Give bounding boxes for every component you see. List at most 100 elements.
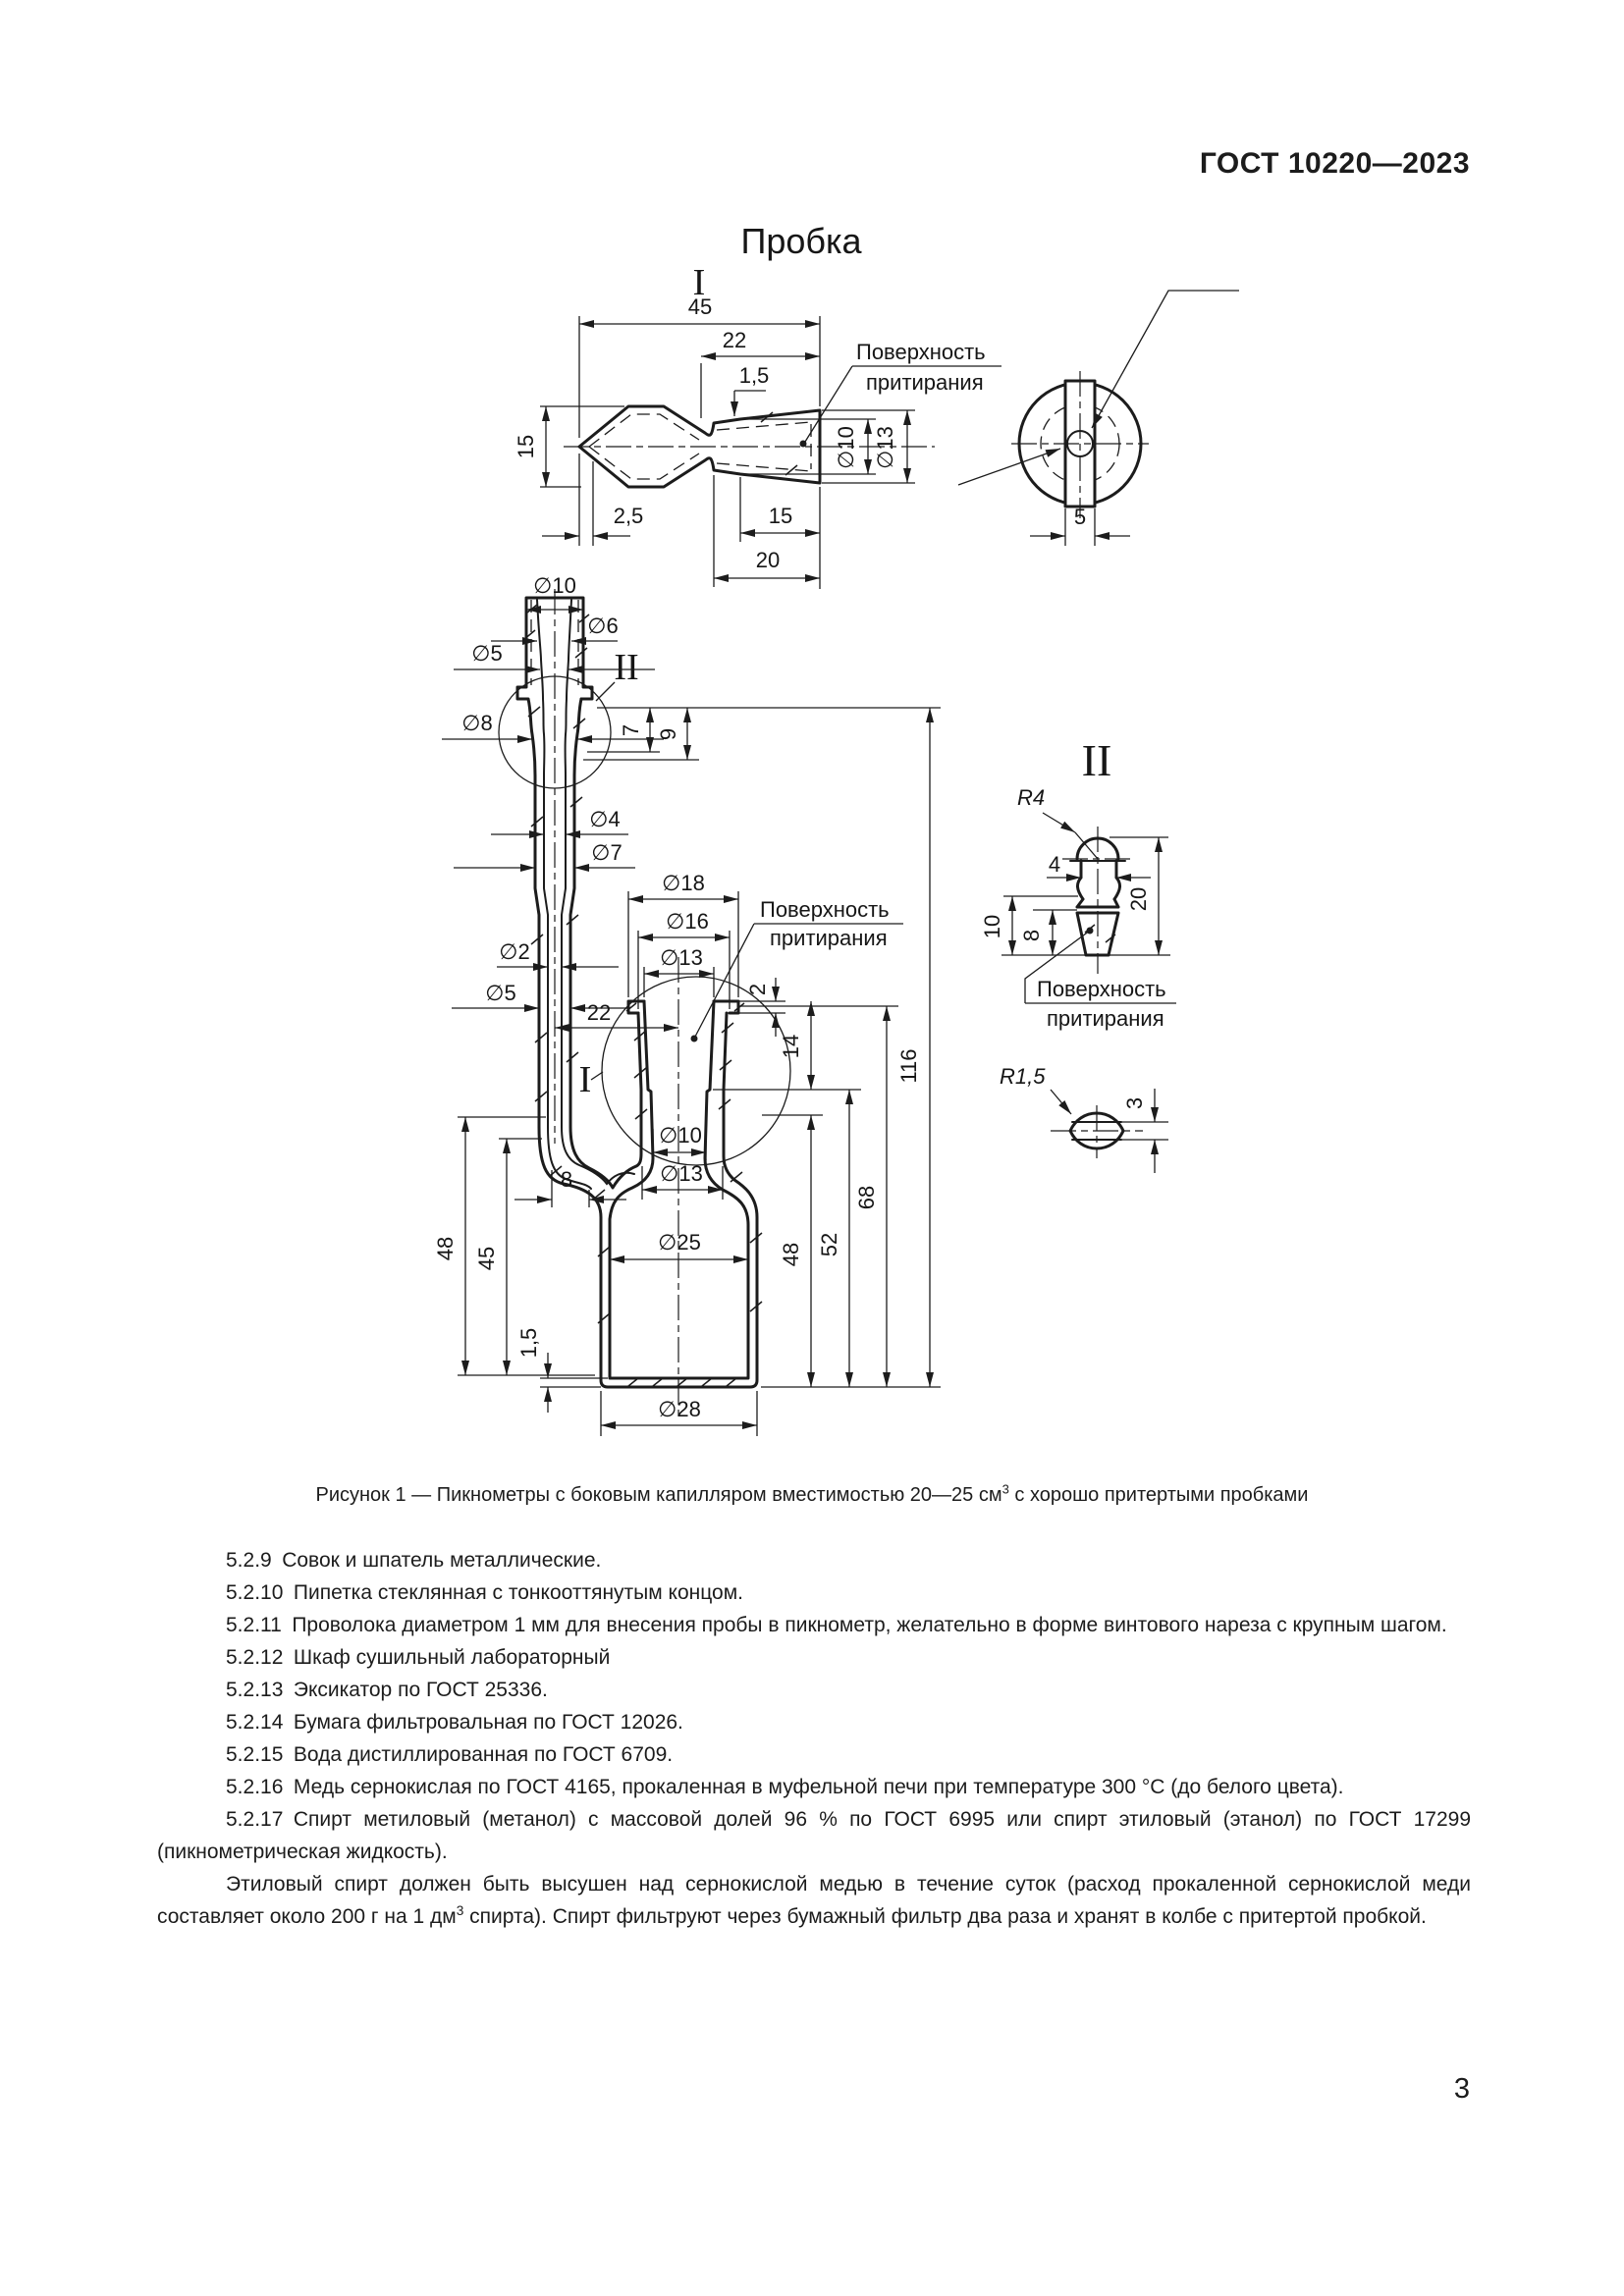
- dim-d25-label: ∅25: [658, 1230, 701, 1255]
- dim-45v-label: 45: [474, 1247, 499, 1270]
- dim-22-label: 22: [723, 328, 746, 352]
- paragraph-5-2-16: 5.2.16 Медь сернокислая по ГОСТ 4165, пр…: [226, 1776, 1344, 1798]
- ref-lines: [1001, 836, 1170, 956]
- leader-R4: [1042, 812, 1076, 833]
- detail-II-leader: [595, 681, 616, 702]
- dim-1_5b-label: 1,5: [516, 1328, 541, 1359]
- dim-1_5-label: 1,5: [739, 363, 770, 388]
- dim-8-label: 8: [561, 1167, 572, 1192]
- surface-leader: [694, 923, 903, 1038]
- detail-II-view: II R4 4 20 10 8 Поверхность притирания: [980, 735, 1176, 1031]
- dim-10-label: 10: [980, 915, 1004, 938]
- dim-R4-label: R4: [1017, 785, 1045, 810]
- detail-II-circle: [498, 675, 612, 789]
- dim-22b-label: 22: [587, 1000, 611, 1025]
- surface-label-2: притирания: [866, 370, 984, 395]
- surface-label-1: Поверхность: [1037, 977, 1166, 1001]
- dim-d28-label: ∅28: [658, 1397, 701, 1421]
- dim-d10-mouth-label: ∅10: [533, 573, 576, 598]
- caption-sup: 3: [1001, 1481, 1009, 1497]
- ext-line: [822, 409, 915, 484]
- detail-II-ref-label: II: [614, 647, 638, 688]
- dim-d7-label: ∅7: [591, 840, 622, 865]
- doc-header: ГОСТ 10220—2023: [1199, 147, 1470, 180]
- caption-text-2: с хорошо притертыми пробками: [1008, 1484, 1309, 1506]
- paragraph-sup: 3: [456, 1903, 464, 1918]
- main-centerlines: [554, 589, 679, 1418]
- dim-20-label: 20: [756, 548, 780, 572]
- dim-48R-label: 48: [779, 1243, 803, 1266]
- paragraph-5-2-9: 5.2.9 Совок и шпатель металлические.: [226, 1549, 602, 1572]
- dim-68-label: 68: [854, 1186, 879, 1209]
- surface-leader: [804, 365, 1001, 443]
- ref-lines: [1121, 1121, 1168, 1141]
- dim-d10-neck-label: ∅10: [659, 1123, 702, 1148]
- stopper-side-view: Пробка I 45 22 1,5 15 2,5: [514, 221, 1001, 589]
- detail-II-outline: [1075, 836, 1121, 957]
- dim-9-label: 9: [656, 728, 680, 740]
- page-number: 3: [1453, 2073, 1470, 2105]
- end-view-arrow: [957, 448, 1061, 486]
- stopper-end-view: 5: [957, 290, 1239, 546]
- figure-caption: Рисунок 1 — Пикнометры с боковым капилля…: [88, 1481, 1536, 1507]
- ext-line: [740, 418, 876, 475]
- dim-52-label: 52: [817, 1233, 841, 1256]
- dim-d13-label: ∅13: [873, 426, 897, 469]
- body-text: 5.2.9 Совок и шпатель металлические. 5.2…: [157, 1544, 1471, 1933]
- ext-line: [578, 316, 821, 438]
- glass-hatching: [522, 411, 1116, 1387]
- grip-section-centerlines: [1051, 1105, 1143, 1158]
- ext-line: [540, 405, 624, 488]
- paragraph-5-2-11: 5.2.11 Проволока диаметром 1 мм для внес…: [226, 1614, 1447, 1636]
- ext-line: [578, 454, 594, 546]
- dim-45-label: 45: [688, 294, 712, 319]
- dim-2_5-label: 2,5: [614, 504, 644, 528]
- dim-20d-label: 20: [1126, 887, 1151, 911]
- paragraph-text: Этиловый спирт должен быть высушен над с…: [157, 1873, 1471, 1928]
- ref-lines: [583, 707, 941, 761]
- leader-dot: [799, 440, 807, 448]
- pycnometer-front-view: II I ∅10 ∅6 ∅5 ∅8 7 9 ∅4: [433, 573, 941, 1436]
- dim-d5b-label: ∅5: [485, 981, 515, 1005]
- dim-3-label: 3: [1122, 1097, 1147, 1109]
- leader-dot: [690, 1035, 698, 1042]
- capillary-bore: [536, 599, 635, 1190]
- dim-14-label: 14: [779, 1035, 803, 1058]
- dim-15v-label: 15: [514, 435, 538, 458]
- radius-line: [1074, 831, 1099, 860]
- dim-8d-label: 8: [1019, 930, 1044, 941]
- surface-label-2: притирания: [1047, 1006, 1164, 1031]
- dim-d4-label: ∅4: [589, 807, 620, 831]
- capillary-vessel-outline-right: [568, 697, 643, 1190]
- figure-drawing: Пробка I 45 22 1,5 15 2,5: [433, 221, 1239, 1436]
- leader-R1_5: [1050, 1089, 1072, 1115]
- surface-label-2: притирания: [770, 926, 888, 950]
- detail-II-title: II: [1082, 735, 1112, 785]
- ext-line: [627, 891, 739, 997]
- paragraph-5-2-17: 5.2.17 Спирт метиловый (метанол) с массо…: [157, 1808, 1471, 1863]
- dim-48L-label: 48: [433, 1237, 458, 1260]
- capillary-vessel-outline-left: [515, 596, 759, 1389]
- paragraph-5-2-12: 5.2.12 Шкаф сушильный лабораторный: [226, 1646, 611, 1669]
- dim-5-label: 5: [1074, 505, 1086, 529]
- paragraph-5-2-14: 5.2.14 Бумага фильтровальная по ГОСТ 120…: [226, 1711, 683, 1734]
- dim-d8-label: ∅8: [461, 711, 492, 735]
- dim-d6-label: ∅6: [587, 614, 618, 638]
- detail-I-ref-label: I: [579, 1059, 592, 1100]
- dim-4-label: 4: [1049, 852, 1060, 877]
- surface-leader: [1024, 930, 1176, 1004]
- dim-d13-neck-label: ∅13: [660, 1161, 703, 1186]
- dim-15b-label: 15: [769, 504, 792, 528]
- ext-line: [641, 1166, 724, 1200]
- paragraph-ethanol: Этиловый спирт должен быть высушен над с…: [157, 1868, 1471, 1933]
- paragraph-5-2-10: 5.2.10 Пипетка стеклянная с тонкооттянут…: [226, 1581, 743, 1604]
- dim-7-label: 7: [619, 724, 643, 736]
- dim-d18-label: ∅18: [662, 871, 705, 895]
- leader-1_5: [734, 390, 766, 416]
- dim-2-label: 2: [745, 984, 770, 995]
- dim-R1_5-label: R1,5: [1000, 1064, 1046, 1089]
- dim-d5-label: ∅5: [471, 641, 502, 666]
- dim-d16-label: ∅16: [666, 909, 709, 934]
- surface-label-1: Поверхность: [760, 897, 890, 922]
